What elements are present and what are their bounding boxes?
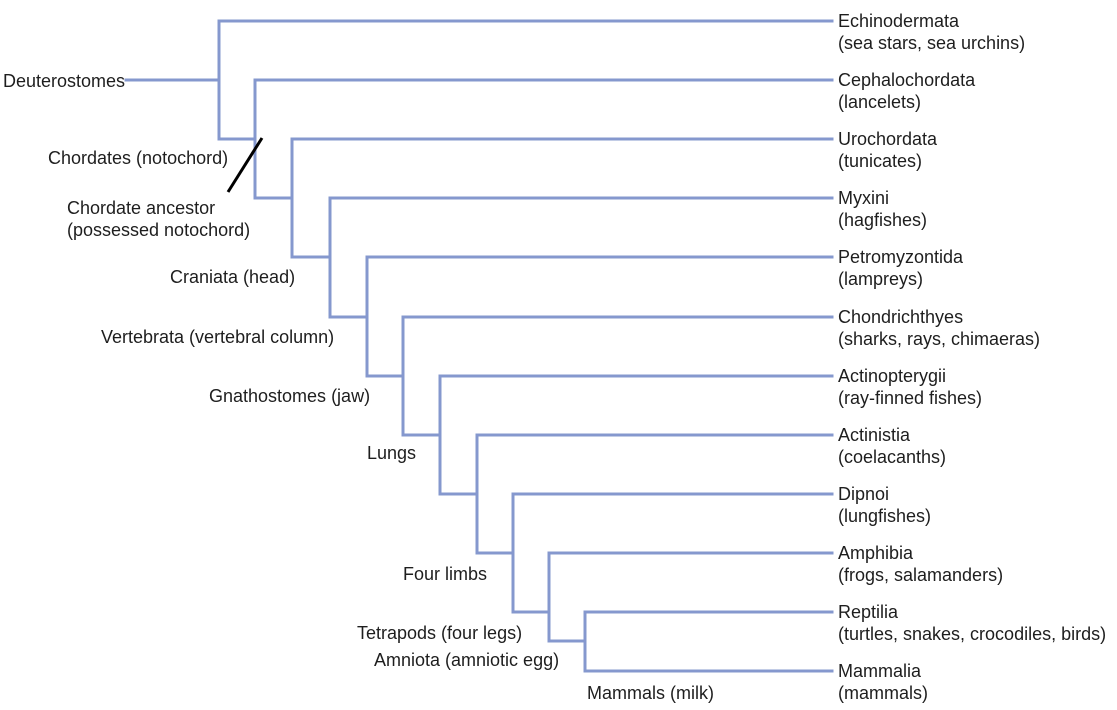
taxon-name: Petromyzontida [838, 247, 964, 267]
taxon-common-names: (coelacanths) [838, 447, 947, 467]
taxon-name: Mammalia [838, 661, 922, 681]
taxon-label-mammalia: Mammalia (mammals) [838, 660, 928, 704]
taxon-name: Actinopterygii [838, 366, 947, 386]
taxon-label-dipnoi: Dipnoi (lungfishes) [838, 483, 931, 527]
taxon-name: Reptilia [838, 602, 899, 622]
taxon-name: Amphibia [838, 543, 914, 563]
taxon-common-names: (lungfishes) [838, 506, 932, 526]
node-label-line2: (possessed notochord) [67, 220, 251, 240]
node-label-lungs: Lungs [367, 443, 417, 463]
taxon-name: Echinodermata [838, 11, 960, 31]
node-label-chordate-ancestor: Chordate ancestor (possessed notochord) [67, 197, 250, 241]
taxon-label-chondrichthyes: Chondrichthyes (sharks, rays, chimaeras) [838, 306, 1040, 350]
taxon-name: Dipnoi [838, 484, 890, 504]
taxon-label-myxini: Myxini (hagfishes) [838, 187, 927, 231]
node-label-amniota: Amniota (amniotic egg) [374, 650, 560, 670]
node-label-chordates: Chordates (notochord) [48, 148, 229, 168]
taxon-label-petromyzontida: Petromyzontida (lampreys) [838, 246, 963, 290]
taxon-common-names: (sea stars, sea urchins) [838, 33, 1026, 53]
node-label-four-limbs: Four limbs [403, 564, 488, 584]
node-label-vertebrata: Vertebrata (vertebral column) [101, 327, 335, 347]
node-label-mammals-milk: Mammals (milk) [587, 683, 714, 703]
taxon-label-cephalochordata: Cephalochordata (lancelets) [838, 69, 975, 113]
taxon-name: Cephalochordata [838, 70, 976, 90]
taxon-common-names: (ray-finned fishes) [838, 388, 983, 408]
taxon-label-actinistia: Actinistia (coelacanths) [838, 424, 946, 468]
taxon-name: Urochordata [838, 129, 938, 149]
taxon-common-names: (tunicates) [838, 151, 923, 171]
taxon-label-actinopterygii: Actinopterygii (ray-finned fishes) [838, 365, 982, 409]
taxon-name: Myxini [838, 188, 890, 208]
node-label-line1: Chordate ancestor [67, 198, 216, 218]
node-label-tetrapods: Tetrapods (four legs) [357, 623, 523, 643]
node-label-gnathostomes: Gnathostomes (jaw) [209, 386, 371, 406]
taxon-common-names: (lampreys) [838, 269, 924, 289]
taxon-label-echinodermata: Echinodermata (sea stars, sea urchins) [838, 10, 1025, 54]
taxon-label-reptilia: Reptilia (turtles, snakes, crocodiles, b… [838, 601, 1106, 645]
taxon-common-names: (sharks, rays, chimaeras) [838, 329, 1041, 349]
taxon-label-urochordata: Urochordata (tunicates) [838, 128, 937, 172]
taxon-common-names: (lancelets) [838, 92, 922, 112]
taxon-name: Chondrichthyes [838, 307, 964, 327]
taxon-label-amphibia: Amphibia (frogs, salamanders) [838, 542, 1003, 586]
node-label-deuterostomes: Deuterostomes [3, 71, 126, 91]
taxon-name: Actinistia [838, 425, 911, 445]
chordate-ancestor-pointer [226, 137, 264, 193]
taxon-common-names: (frogs, salamanders) [838, 565, 1004, 585]
taxon-common-names: (hagfishes) [838, 210, 928, 230]
taxon-common-names: (turtles, snakes, crocodiles, birds) [838, 624, 1107, 644]
node-label-craniata: Craniata (head) [170, 267, 296, 287]
taxon-common-names: (mammals) [838, 683, 928, 703]
